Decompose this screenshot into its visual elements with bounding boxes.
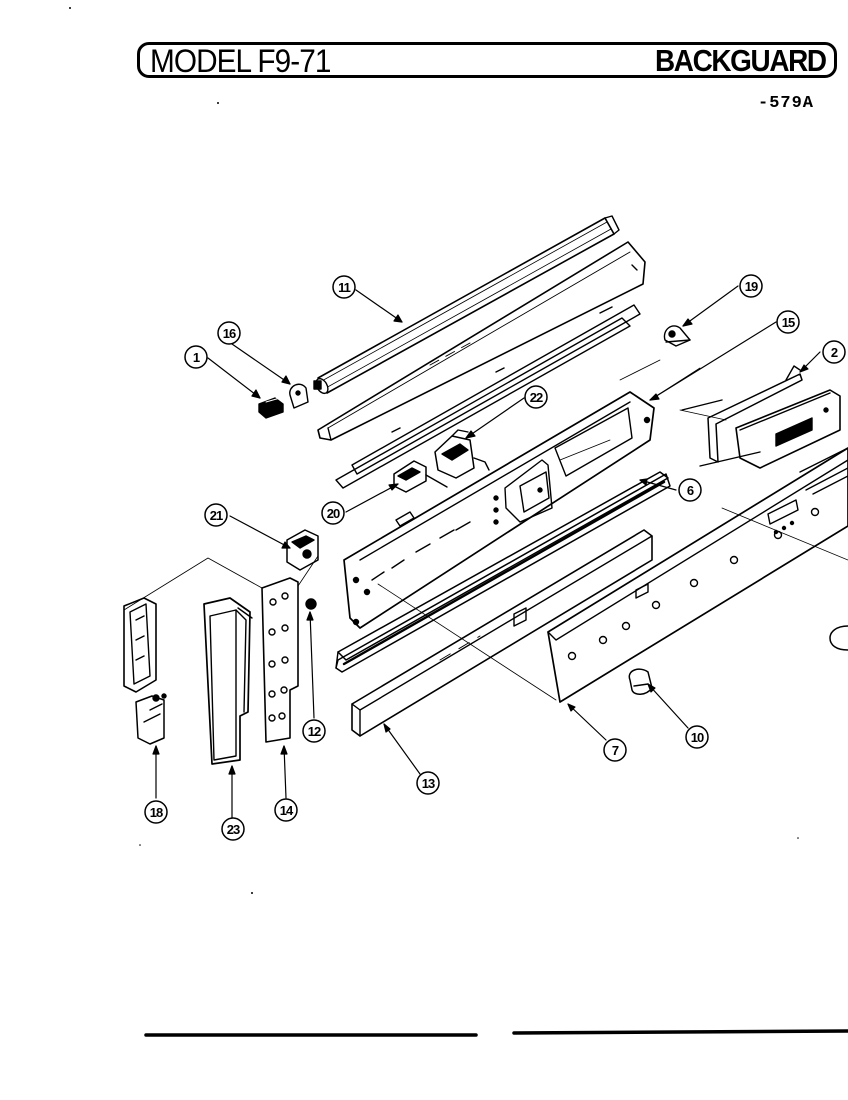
callout-circle [221,817,245,841]
scan-specks [69,7,799,894]
callout-circle [302,719,326,743]
title-bar: MODEL F9-71 BACKGUARD [137,42,837,78]
callout-circle [776,310,800,334]
callout-bubbles [144,274,846,841]
part-trim-channel [335,471,671,673]
callout-circle [739,274,763,298]
callout-circle [332,275,356,299]
part-lamp-reflector [317,241,646,441]
callout-number: 19 [745,279,758,294]
assembly-guide-lines [123,359,848,701]
callout-circle-partial [829,625,848,651]
part-display-window-frame [799,447,848,473]
part-side-bracket [123,597,167,745]
callout-circle [204,503,228,527]
part-clock-display [681,365,841,469]
callout-number: 7 [612,743,619,758]
callout-number: 20 [327,506,340,521]
callout-circle [184,345,208,369]
callout-number: 13 [422,776,435,791]
part-terminal-block [393,460,448,493]
callout-number: 14 [280,803,294,818]
part-clock-switch [434,429,490,479]
callout-circle [524,385,548,409]
part-socket-clip [663,325,691,347]
callout-labels: 1 16 11 19 15 2 22 6 20 21 12 7 10 13 18… [150,279,839,837]
callout-circle [321,501,345,525]
callout-circle [603,738,627,762]
callout-number: 10 [691,730,704,745]
callout-number: 15 [782,315,795,330]
callout-number: 11 [338,280,351,295]
callout-circle [822,340,846,364]
part-side-mounting-plate [261,577,299,743]
callout-number: 16 [223,326,236,341]
part-screw [305,598,317,610]
callout-number: 22 [530,390,543,405]
part-lamp-bracket [335,304,641,489]
part-end-cap [203,597,253,765]
section-title: BACKGUARD [655,43,827,78]
model-title: MODEL F9-71 [150,43,331,79]
callout-number: 2 [831,345,838,360]
callout-circle [274,798,298,822]
part-control-mounting-plate [343,391,655,629]
callout-circle [678,478,702,502]
callout-circle [144,800,168,824]
page-reference: -579A [758,94,815,113]
callout-number: 18 [150,805,163,820]
callout-number: 12 [308,724,321,739]
callout-circle [416,771,440,795]
callout-number: 6 [687,483,694,498]
part-display-window-frame-2 [805,467,848,495]
callout-circle [217,321,241,345]
part-fluorescent-tube [313,215,620,395]
part-lower-trim [351,529,653,737]
callout-number: 1 [193,350,200,365]
part-light-switch [286,529,319,571]
callout-leaders [152,285,821,819]
callout-number: 23 [227,822,240,837]
callout-number: 21 [210,508,223,523]
part-switch-boot [258,383,309,419]
footer-rules [144,1029,848,1037]
part-knob [628,668,653,695]
callout-circle [685,725,709,749]
